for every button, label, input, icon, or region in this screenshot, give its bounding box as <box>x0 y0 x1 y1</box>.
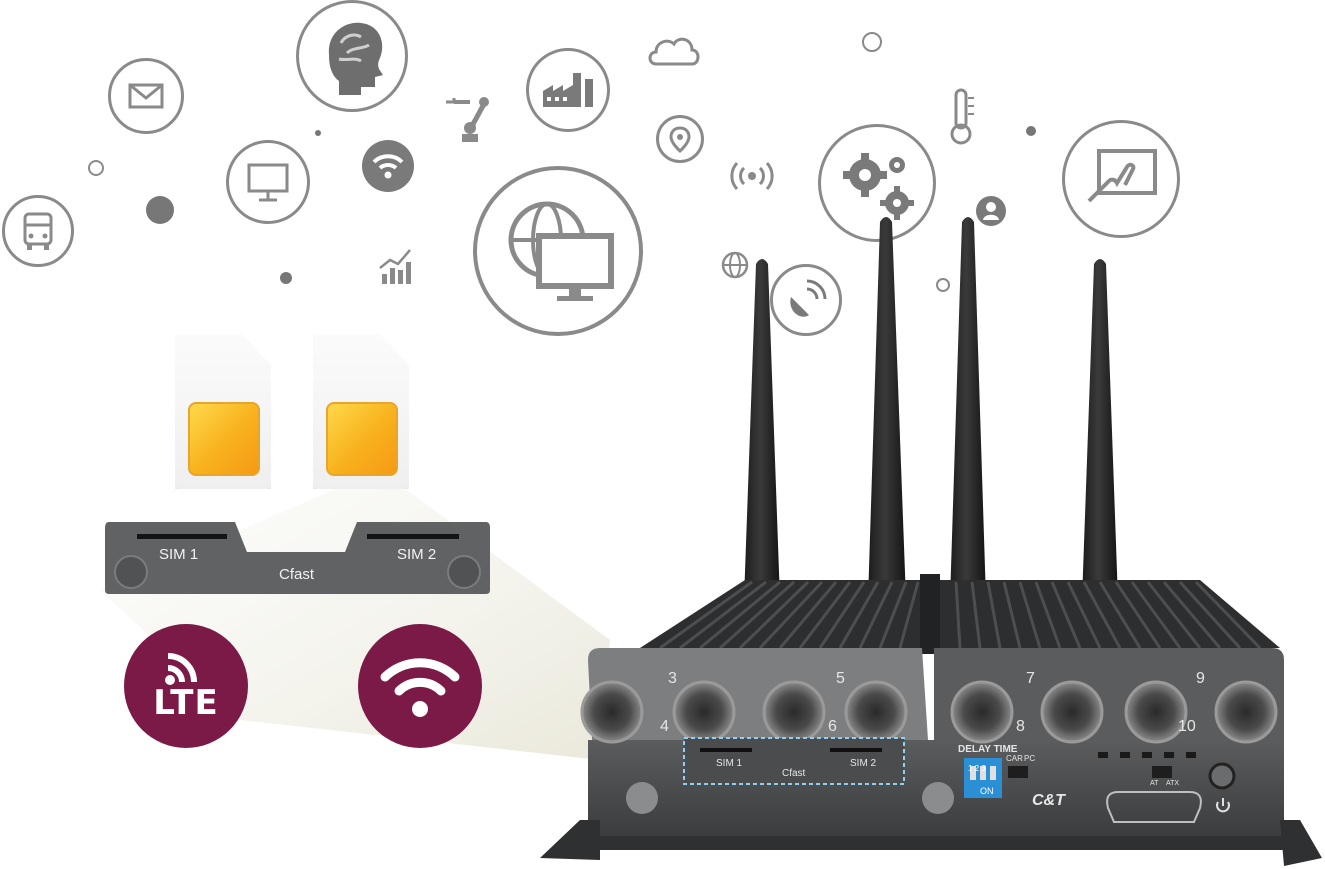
cloud-icon <box>648 37 700 66</box>
front-sim1-label: SIM 1 <box>716 758 743 769</box>
decor-dot <box>315 130 321 136</box>
dip-numbers: 1 2 3 <box>968 764 986 773</box>
atx-label: ATX <box>1166 780 1180 787</box>
robot-arm-icon <box>446 97 489 142</box>
port-number-10: 10 <box>1178 718 1196 735</box>
bus-icon <box>2 195 74 267</box>
wifi-badge <box>358 624 482 748</box>
port-number-7: 7 <box>1026 670 1035 687</box>
wifi-icon <box>362 140 414 192</box>
port-number-4: 4 <box>660 718 669 735</box>
wifi-badge-icon <box>380 658 460 717</box>
sim1-label: SIM 1 <box>159 546 199 563</box>
sim-card-2 <box>313 334 409 489</box>
car-label: CAR <box>1006 754 1023 763</box>
thermometer-icon <box>950 88 974 145</box>
decor-dot <box>1026 126 1036 136</box>
mail-icon <box>108 58 184 134</box>
dip-on-label: ON <box>980 786 994 796</box>
monitor-icon <box>226 140 310 224</box>
at-label: AT <box>1150 780 1159 787</box>
sim-chip <box>188 402 260 476</box>
lte-badge: LTE <box>124 624 248 748</box>
brain-icon <box>296 0 408 112</box>
factory-icon <box>526 48 610 132</box>
lte-label: LTE <box>153 683 219 723</box>
pc-label: PC <box>1024 754 1036 763</box>
decor-dot <box>280 272 292 284</box>
growth-chart-icon <box>379 249 411 284</box>
port-number-3: 3 <box>668 670 677 687</box>
globe-monitor-icon <box>473 166 643 336</box>
brand-logo: C&T <box>1032 792 1065 809</box>
cfast-label: Cfast <box>279 566 315 583</box>
decor-ring <box>862 32 882 52</box>
front-sim2-label: SIM 2 <box>850 758 877 769</box>
m12-connector <box>580 680 1278 744</box>
delay-time-label: DELAY TIME <box>958 744 1018 755</box>
decor-ring <box>936 278 950 292</box>
location-pin-icon <box>656 115 704 163</box>
decor-ring <box>88 160 104 176</box>
sim2-label: SIM 2 <box>397 546 437 563</box>
sim-chip <box>326 402 398 476</box>
front-cfast-label: Cfast <box>782 768 806 779</box>
user-icon <box>976 196 1006 226</box>
port-number-8: 8 <box>1016 718 1025 735</box>
lte-signal-icon <box>165 653 197 685</box>
gears-icon <box>818 124 936 242</box>
satellite-icon <box>770 264 842 336</box>
sim-cfast-panel: SIM 1 SIM 2 Cfast <box>105 522 490 594</box>
port-number-6: 6 <box>828 718 837 735</box>
power-button[interactable] <box>1208 762 1236 790</box>
globe-icon <box>721 251 749 279</box>
port-number-9: 9 <box>1196 670 1205 687</box>
decor-dot <box>146 196 174 224</box>
touch-screen-icon <box>1062 120 1180 238</box>
broadcast-icon <box>730 161 774 191</box>
sim-card-1 <box>175 334 271 489</box>
port-number-5: 5 <box>836 670 845 687</box>
antenna <box>744 217 1118 600</box>
